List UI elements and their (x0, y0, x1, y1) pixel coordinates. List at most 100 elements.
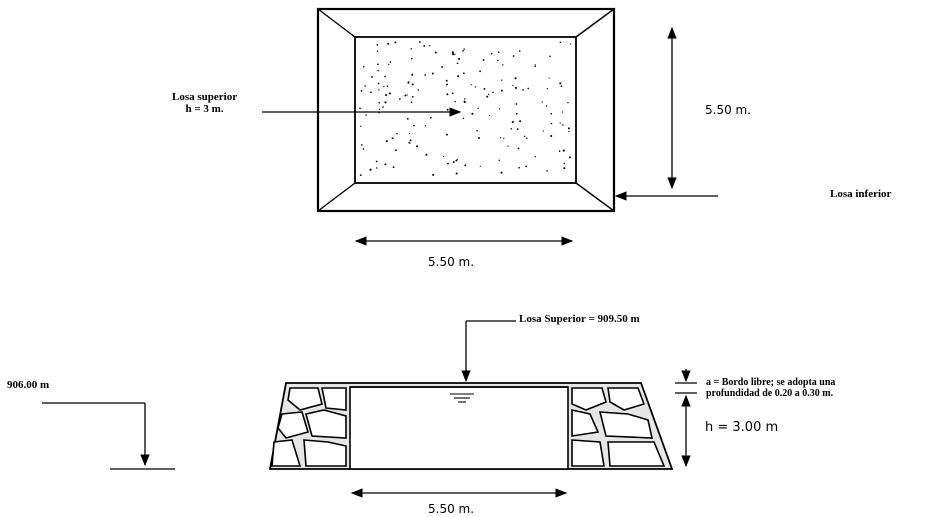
texture-dot (385, 94, 388, 97)
texture-dot (382, 106, 384, 108)
texture-dot (550, 134, 553, 138)
texture-dot (441, 66, 444, 68)
texture-dot (541, 101, 543, 103)
texture-dot (550, 112, 553, 115)
texture-dot (384, 75, 386, 78)
texture-dot (399, 98, 401, 100)
texture-dot (384, 163, 387, 166)
texture-dot (456, 62, 459, 65)
texture-dot (560, 85, 563, 88)
texture-dot (447, 162, 449, 165)
texture-dot (479, 165, 481, 167)
texture-dot (455, 172, 458, 175)
texture-dot (518, 166, 520, 169)
texture-dot (384, 101, 387, 104)
texture-dot (404, 94, 407, 97)
texture-dot (406, 117, 409, 120)
texture-dot (479, 70, 481, 73)
texture-dot (362, 148, 365, 150)
texture-dot (568, 156, 571, 159)
texture-dot (519, 120, 522, 123)
texture-dot (359, 174, 362, 177)
texture-dot (462, 72, 465, 75)
concrete-texture (359, 41, 572, 177)
texture-dot (408, 132, 411, 135)
texture-dot (510, 128, 513, 130)
texture-dot (431, 72, 434, 75)
texture-dot (360, 125, 362, 127)
texture-dot (412, 95, 414, 98)
masonry-right (571, 387, 666, 467)
texture-dot (376, 50, 379, 52)
texture-dot (411, 57, 413, 60)
texture-dot (446, 93, 449, 96)
texture-dot (514, 77, 517, 80)
freeboard-note: a = Bordo libre; se adopta una profundid… (706, 377, 835, 399)
texture-dot (377, 82, 380, 85)
texture-dot (419, 41, 421, 43)
texture-dot (365, 114, 367, 116)
texture-dot (424, 74, 427, 76)
texture-dot (488, 93, 490, 95)
texture-dot (463, 48, 465, 50)
texture-dot (517, 147, 520, 150)
texture-dot (371, 76, 373, 78)
upper-slab-label-line1: Losa superior (172, 91, 238, 103)
texture-dot (446, 108, 449, 111)
texture-dot (488, 114, 491, 117)
texture-dot (369, 168, 372, 171)
texture-dot (512, 55, 515, 57)
texture-dot (383, 85, 385, 88)
texture-dot (389, 61, 392, 63)
masonry-stone (571, 439, 605, 467)
texture-dot (462, 117, 465, 119)
texture-dot (452, 161, 455, 163)
masonry-stone (321, 387, 347, 411)
texture-dot (498, 159, 501, 162)
texture-dot (407, 82, 410, 84)
texture-dot (559, 82, 562, 85)
texture-dot (568, 130, 570, 133)
texture-dot (512, 84, 514, 87)
texture-dot (377, 69, 379, 72)
texture-dot (527, 87, 529, 90)
texture-dot (411, 73, 414, 76)
corner-line-tl (317, 8, 356, 38)
ground-level-label: 906.00 m (7, 379, 50, 391)
texture-dot (503, 137, 505, 139)
texture-dot (392, 166, 395, 169)
depth-dimension-label: h = 3.00 m (705, 420, 779, 435)
section-view (42, 320, 697, 498)
lower-slab-label: Losa inferior (830, 188, 892, 200)
texture-dot (378, 102, 381, 104)
plan-view (262, 7, 718, 246)
texture-dot (434, 51, 437, 54)
texture-dot (567, 127, 570, 130)
texture-dot (486, 95, 489, 98)
texture-dot (360, 90, 363, 92)
masonry-stone (598, 411, 654, 439)
texture-dot (563, 162, 566, 165)
texture-dot (478, 137, 480, 139)
texture-dot (534, 156, 536, 158)
plan-width-dimension-label: 5.50 m. (428, 255, 475, 269)
texture-dot (534, 64, 536, 66)
texture-dot (545, 105, 548, 107)
corner-line-br (575, 182, 615, 212)
texture-dot (498, 108, 501, 110)
water-chamber (349, 386, 569, 470)
texture-dot (456, 159, 458, 161)
texture-dot (499, 137, 502, 139)
texture-dot (483, 87, 486, 90)
texture-dot (395, 149, 397, 152)
masonry-stone (303, 439, 347, 467)
texture-dot (474, 86, 477, 88)
texture-dot (558, 150, 561, 153)
texture-dot (364, 85, 366, 87)
texture-dot (394, 41, 397, 44)
texture-dot (451, 51, 454, 54)
texture-dot (360, 144, 363, 146)
masonry-stone (287, 387, 323, 411)
